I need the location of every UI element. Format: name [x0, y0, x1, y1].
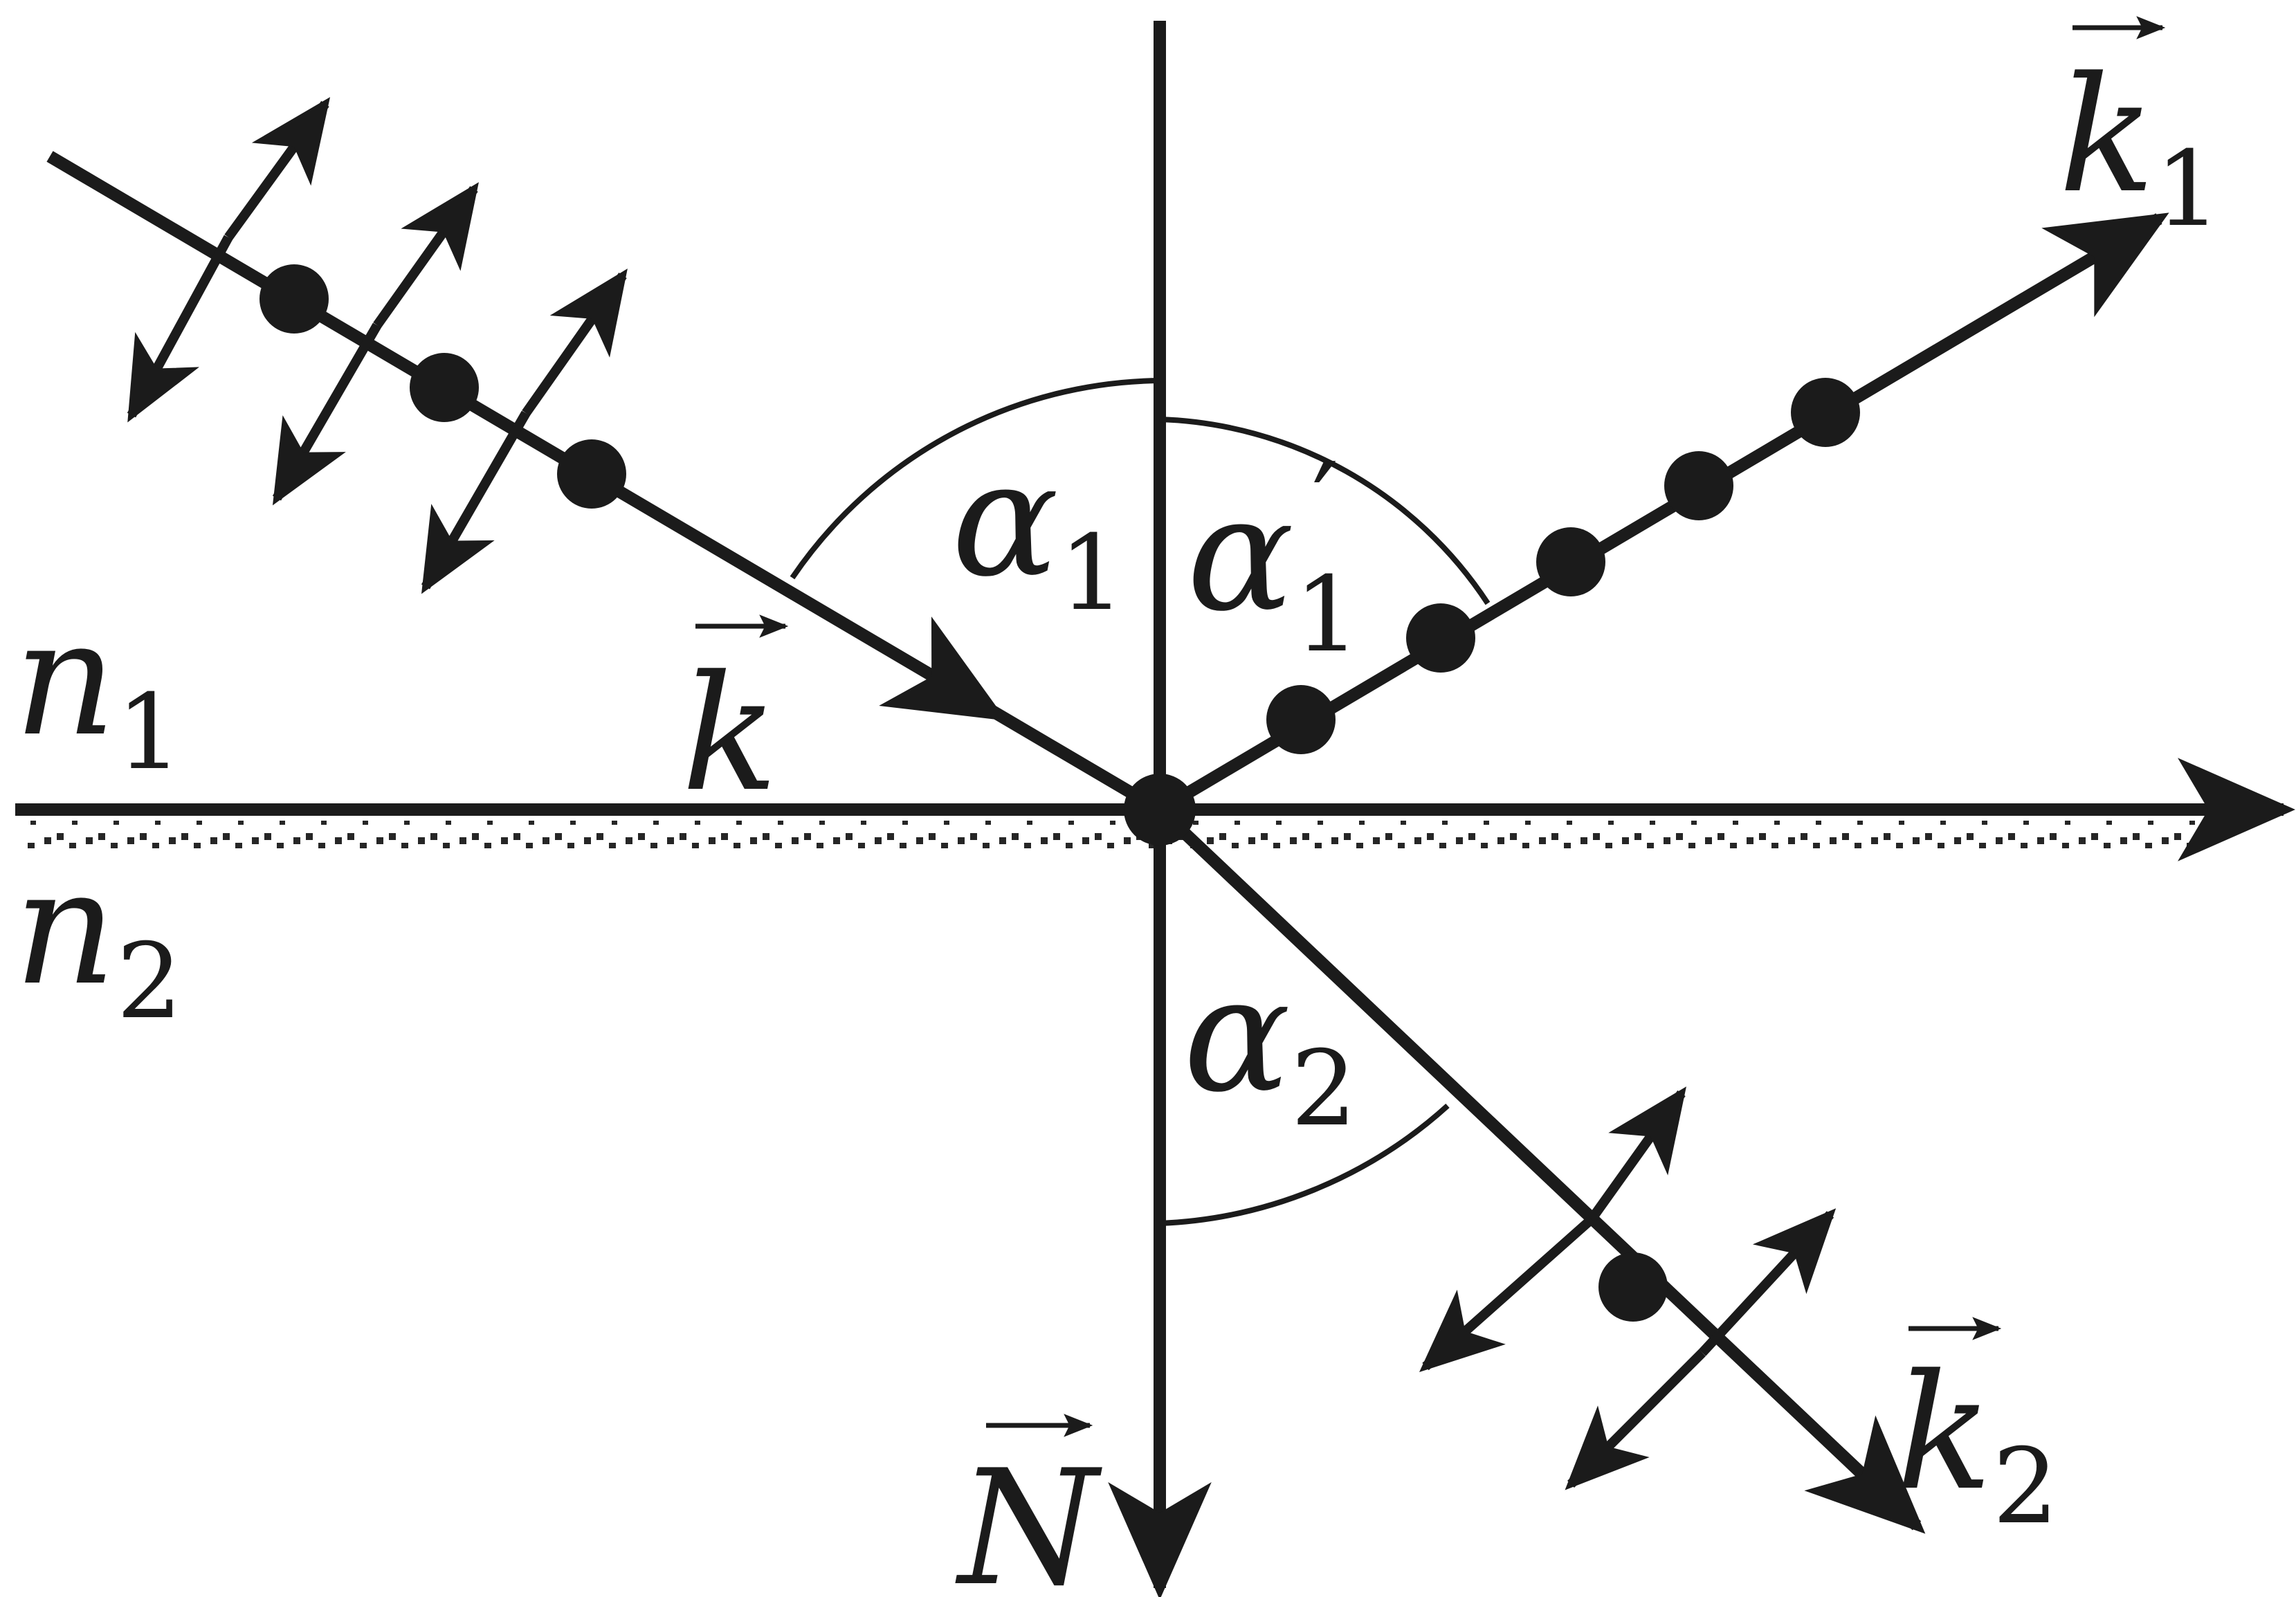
label-k2: k2 — [1896, 1341, 2059, 1547]
label-n1: n1 — [14, 587, 183, 793]
incident-polarization-arrows — [127, 97, 628, 594]
interface-hatch — [28, 821, 2207, 848]
incident-dots — [259, 264, 626, 509]
refracted-ray — [1155, 805, 1926, 1534]
dot — [557, 439, 626, 509]
double-arrow-1 — [224, 97, 331, 241]
double-arrow-4b — [1419, 1215, 1595, 1372]
angle-arc-alpha1 — [790, 378, 1160, 580]
label-n2: n2 — [14, 836, 183, 1042]
double-arrow-3b — [421, 410, 531, 594]
angle-arc-alpha1-prime — [1159, 417, 1491, 605]
label-N: N — [955, 1436, 1102, 1597]
double-arrow-2b — [272, 322, 382, 506]
dot — [410, 353, 479, 422]
reflected-dots — [1266, 378, 1860, 754]
double-arrow-5 — [1698, 1208, 1837, 1356]
label-alpha1-prime: α1′ — [1187, 438, 1360, 675]
dot — [1664, 451, 1733, 520]
double-arrow-5b — [1565, 1349, 1706, 1490]
refracted-dot — [1598, 1252, 1668, 1322]
refracted-polarization-arrows — [1419, 1086, 1837, 1490]
double-arrow-2 — [373, 182, 479, 329]
origin-dot — [1124, 774, 1196, 846]
label-alpha1: α1 — [951, 428, 1125, 634]
double-arrow-3 — [522, 268, 628, 417]
dot — [1266, 685, 1336, 754]
dot — [1406, 603, 1475, 673]
dot — [1536, 527, 1605, 596]
double-arrow-1b — [127, 235, 233, 423]
label-alpha2: α2 — [1183, 943, 1357, 1149]
double-arrow-4 — [1587, 1086, 1686, 1223]
dot — [1791, 378, 1860, 447]
dot — [259, 264, 329, 334]
label-k1: k1 — [2059, 44, 2221, 250]
angle-arc-alpha2 — [1159, 1104, 1450, 1226]
vector-arrows — [695, 16, 2166, 1437]
label-k: k — [682, 642, 778, 827]
